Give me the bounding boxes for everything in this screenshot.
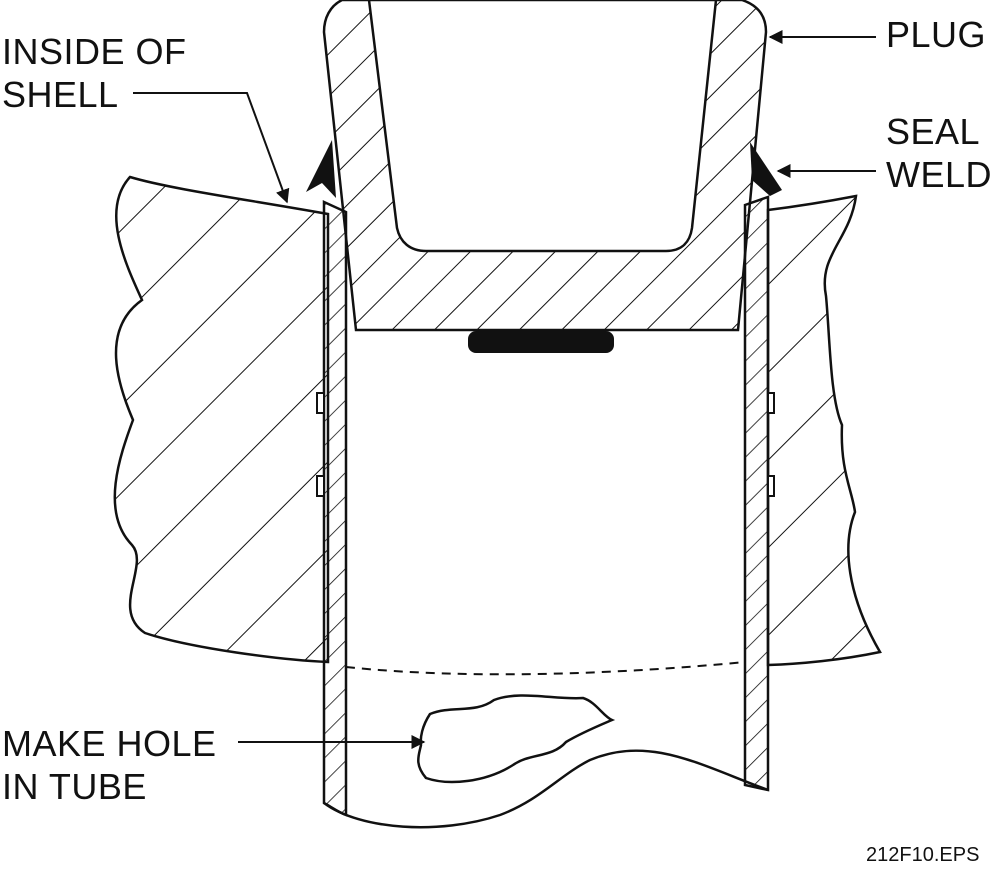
make-hole-label: MAKE HOLE IN TUBE [2, 726, 217, 805]
seal-weld-label-line-1: SEAL [886, 111, 981, 152]
seal-weld-left [306, 140, 336, 198]
plug-label-text: PLUG [886, 14, 987, 55]
plug [322, 0, 768, 332]
tube-broken-edge [323, 749, 769, 829]
inside-of-shell-label-line-2: SHELL [2, 74, 119, 115]
shell-right-section [766, 194, 882, 667]
make-hole-label-line-2: IN TUBE [2, 766, 147, 807]
file-name-label: 212F10.EPS [866, 844, 980, 866]
seal-weld-right [750, 142, 782, 196]
tube-interior [346, 205, 745, 821]
shell-left-section [113, 175, 330, 664]
inside-of-shell-label-line-1: INSIDE OF [2, 31, 187, 72]
plug-label: PLUG [886, 17, 986, 53]
seal-weld-label-line-2: WELD [886, 154, 993, 195]
make-hole-label-line-1: MAKE HOLE [2, 723, 217, 764]
leader-inside-of-shell [133, 92, 290, 204]
tube-hole [417, 694, 616, 784]
shell-boundary-dashed-line [345, 661, 746, 676]
seal-weld-label: SEAL WELD [886, 114, 992, 193]
plug-base-pad [468, 331, 614, 353]
tube-groove-marks [316, 392, 775, 497]
tube-wall-left [322, 200, 348, 817]
tube-wall-right [743, 195, 770, 792]
inside-of-shell-label: INSIDE OF SHELL [2, 34, 187, 113]
